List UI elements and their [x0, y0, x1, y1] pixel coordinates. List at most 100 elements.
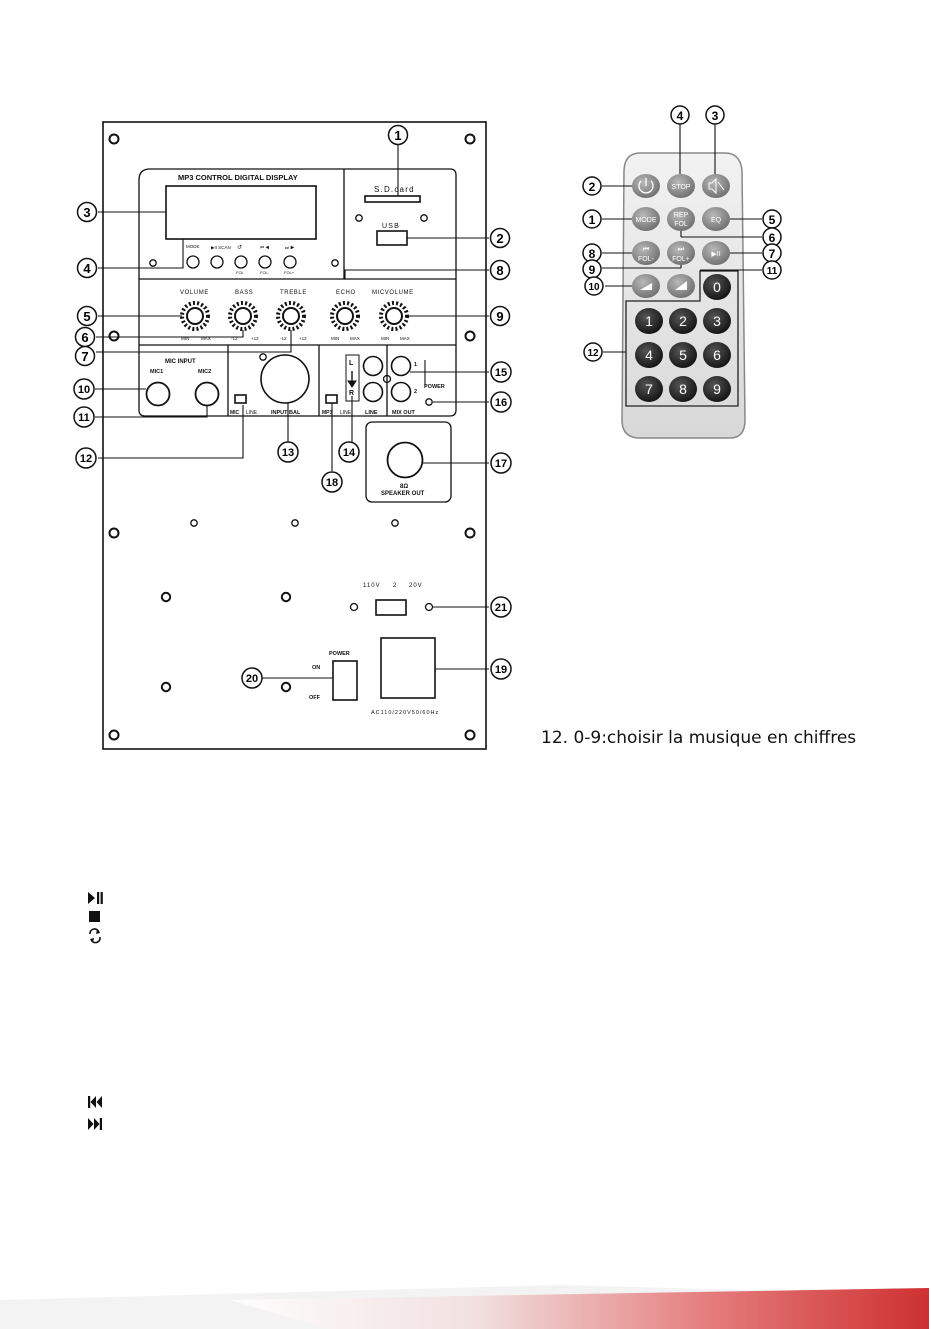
svg-text:10: 10 — [588, 282, 600, 293]
knob-label-micvolume: MICVOLUME — [372, 290, 414, 296]
svg-text:3: 3 — [713, 313, 721, 329]
svg-text:MAX: MAX — [201, 336, 211, 341]
remote-stop-button[interactable]: STOP — [667, 174, 695, 198]
svg-text:7: 7 — [769, 247, 776, 261]
svg-text:6: 6 — [81, 330, 88, 345]
remote-digit-3[interactable]: 3 — [703, 308, 731, 334]
svg-text:MIX OUT: MIX OUT — [392, 410, 416, 416]
svg-text:MP3: MP3 — [322, 410, 333, 416]
svg-text:7: 7 — [645, 381, 653, 397]
footer-banner — [0, 1285, 929, 1329]
remote-callout-11: 11 — [762, 260, 782, 280]
svg-text:8: 8 — [679, 381, 687, 397]
remote-digit-5[interactable]: 5 — [669, 342, 697, 368]
svg-text:2: 2 — [679, 313, 687, 329]
remote-digit-8[interactable]: 8 — [669, 376, 697, 402]
svg-text:2: 2 — [414, 389, 417, 395]
svg-text:-12: -12 — [280, 336, 287, 341]
svg-text:4: 4 — [83, 261, 91, 276]
next-icon — [88, 1118, 102, 1130]
callout-3: 3 — [76, 201, 98, 223]
volume-knob[interactable] — [180, 301, 210, 331]
remote-leader-lines — [602, 124, 762, 353]
svg-text:1: 1 — [589, 213, 596, 227]
svg-text:MODE: MODE — [186, 244, 200, 249]
svg-text:17: 17 — [495, 458, 507, 470]
remote-mode-button[interactable]: MODE — [632, 207, 660, 231]
svg-text:LINE: LINE — [340, 410, 352, 416]
knob-label-echo: ECHO — [336, 290, 356, 296]
remote-fol-plus-button[interactable]: ⏭ FOL+ — [667, 241, 695, 265]
knob-row — [180, 301, 409, 331]
callout-5: 5 — [76, 305, 98, 327]
remote-callout-4: 4 — [670, 105, 690, 125]
remote-digit-9[interactable]: 9 — [703, 376, 731, 402]
previous-icon — [88, 1096, 102, 1108]
stop-icon — [89, 911, 100, 922]
svg-text:3: 3 — [83, 205, 90, 220]
remote-digit-1[interactable]: 1 — [635, 308, 663, 334]
svg-text:↺: ↺ — [237, 244, 242, 251]
svg-text:POWER: POWER — [424, 384, 445, 390]
display-title: MP3 CONTROL DIGITAL DISPLAY — [178, 173, 298, 182]
svg-text:2: 2 — [393, 583, 397, 589]
remote-callout-2: 2 — [582, 176, 602, 196]
bass-knob[interactable] — [228, 301, 258, 331]
remote-callout-5: 5 — [762, 209, 782, 229]
panel-callouts: 1 2 3 4 5 6 7 8 9 10 11 12 13 14 15 16 1… — [73, 124, 512, 689]
svg-text:4: 4 — [645, 347, 653, 363]
remote-digit-4[interactable]: 4 — [635, 342, 663, 368]
svg-text:7: 7 — [81, 349, 88, 364]
remote-fol-minus-button[interactable]: ⏮FOL- — [632, 241, 660, 265]
remote-digit-0[interactable]: 0 — [703, 274, 731, 300]
remote-callout-1: 1 — [582, 209, 602, 229]
svg-text:ON: ON — [312, 665, 320, 671]
remote-power-button[interactable] — [632, 174, 660, 198]
callout-11: 11 — [73, 406, 95, 428]
svg-text:16: 16 — [495, 397, 507, 409]
callout-10: 10 — [73, 378, 95, 400]
callout-4: 4 — [76, 257, 98, 279]
svg-text:MIN: MIN — [381, 336, 389, 341]
callout-19: 19 — [490, 658, 512, 680]
panel-labels: MP3 CONTROL DIGITAL DISPLAY S.D.card USB… — [150, 173, 445, 716]
svg-text:STOP: STOP — [672, 184, 691, 191]
echo-knob[interactable] — [330, 301, 360, 331]
svg-text:19: 19 — [495, 664, 507, 676]
svg-text:MIC: MIC — [230, 410, 240, 416]
callout-1: 1 — [387, 124, 409, 146]
mic-volume-knob[interactable] — [379, 301, 409, 331]
remote-callout-12: 12 — [583, 342, 603, 362]
remote-callout-3: 3 — [705, 105, 725, 125]
remote-digit-2[interactable]: 2 — [669, 308, 697, 334]
remote-play-pause-button[interactable]: ▶II — [702, 241, 730, 265]
svg-text:FOL: FOL — [236, 270, 245, 275]
remote-mute-button[interactable] — [702, 174, 730, 198]
svg-text:8Ω: 8Ω — [400, 484, 408, 490]
remote-digit-6[interactable]: 6 — [703, 342, 731, 368]
svg-text:▶II: ▶II — [711, 251, 720, 258]
treble-knob[interactable] — [276, 301, 306, 331]
svg-text:FOL+: FOL+ — [672, 256, 690, 263]
callout-20: 20 — [241, 667, 263, 689]
svg-text:21: 21 — [495, 602, 507, 614]
svg-text:10: 10 — [78, 384, 90, 396]
callout-17: 17 — [490, 452, 512, 474]
remote-vol-up-button[interactable] — [667, 274, 695, 298]
svg-text:POWER: POWER — [329, 651, 350, 657]
callout-2: 2 — [489, 227, 511, 249]
svg-text:8: 8 — [496, 263, 503, 278]
svg-text:AC110/220V50/60Hz: AC110/220V50/60Hz — [371, 710, 439, 716]
leader-lines — [95, 145, 489, 679]
callout-15: 15 — [490, 361, 512, 383]
remote-digit-7[interactable]: 7 — [635, 376, 663, 402]
remote-eq-button[interactable]: EQ — [702, 207, 730, 231]
knob-label-treble: TREBLE — [280, 290, 307, 296]
svg-text:⏭: ⏭ — [678, 246, 685, 253]
remote-vol-down-button[interactable] — [632, 274, 660, 298]
amplifier-panel — [102, 121, 487, 750]
svg-text:▶II SCAN: ▶II SCAN — [211, 245, 231, 250]
svg-text:LINE: LINE — [246, 410, 258, 416]
svg-text:FOL-: FOL- — [638, 256, 655, 263]
